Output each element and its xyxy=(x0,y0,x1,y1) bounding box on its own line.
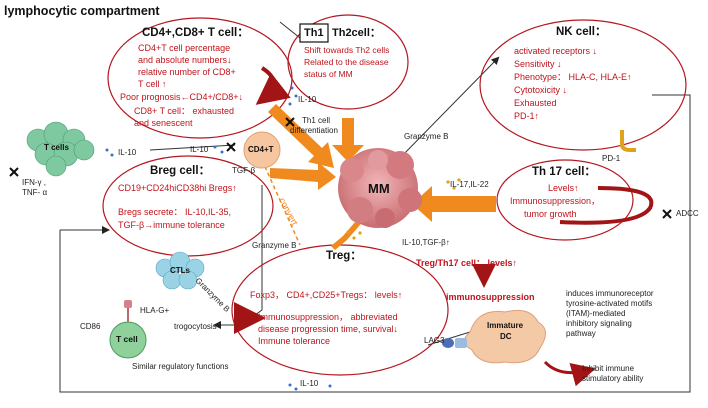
nk-title: NK cell： xyxy=(556,26,607,38)
yellow-dots xyxy=(346,178,461,240)
pd1-label: PD-1 xyxy=(602,154,621,163)
ctls-cluster xyxy=(155,251,205,290)
cd48-line-4: T cell ↑ xyxy=(138,79,167,89)
nk-line-5: Exhausted xyxy=(514,98,557,108)
treg-th17-ratio: Treg/Th17 cell： levels↑ xyxy=(416,258,518,268)
itam-line-2: tyrosine-activated motifs xyxy=(566,299,653,308)
ifn-label-1: IFN-γ , xyxy=(22,178,46,187)
itam-line-5: pathway xyxy=(566,329,596,338)
th2-line-1: Shift towards Th2 cells xyxy=(304,45,390,55)
th17-title: Th 17 cell： xyxy=(532,166,596,178)
cd86-label: CD86 xyxy=(80,322,101,331)
itam-line-4: inhibitory signaling xyxy=(566,319,632,328)
inhibit-line-2: stimulatory ability xyxy=(582,374,644,383)
lag3-receptor xyxy=(442,338,467,348)
th17-line-1: Levels↑ xyxy=(548,183,579,193)
breg-title: Breg cell： xyxy=(150,165,211,177)
il17-22-label: IL-17,IL-22 xyxy=(450,180,489,189)
il10-mid-label: IL-10 xyxy=(190,145,209,154)
treg-title: Treg： xyxy=(326,250,362,262)
nk-ellipse xyxy=(479,19,687,151)
cd4t-label: CD4+T xyxy=(248,145,274,154)
hla-g-label: HLA-G+ xyxy=(140,306,170,315)
pd1-receptor xyxy=(620,130,636,152)
convert-arrow xyxy=(261,159,301,246)
th17-ellipse xyxy=(496,159,634,241)
itam-line-3: (ITAM)-mediated xyxy=(566,309,626,318)
mm-tumor xyxy=(338,148,422,228)
treg-line-4: Immune tolerance xyxy=(258,336,331,346)
cd48-line-5: Poor prognosis←CD4+/CD8+↓ xyxy=(120,92,244,102)
nk-line-4: Cytotoxicity ↓ xyxy=(514,85,568,95)
immature-dc xyxy=(464,309,546,364)
th2-line-3: status of MM xyxy=(304,69,353,79)
il10-top-label: IL-10 xyxy=(298,95,317,104)
il10-tgf-label: IL-10,TGF-β↑ xyxy=(402,238,450,247)
th1-label: Th1 xyxy=(304,27,324,39)
similar-reg-label: Similar regulatory functions xyxy=(132,362,229,371)
th2-label: Th2cell： xyxy=(332,27,381,39)
cd48-line-6: CD8+ T cell： exhausted xyxy=(134,106,234,116)
cd48-line-3: relative number of CD8+ xyxy=(138,67,236,77)
block-marks xyxy=(9,117,672,219)
breg-line-1: CD19+CD24hiCD38hi Bregs↑ xyxy=(118,183,237,193)
treg-line-1: Foxp3， CD4+,CD25+Tregs： levels↑ xyxy=(250,290,403,300)
granzyme-nk-label: Granzyme B xyxy=(404,132,449,141)
th1-th2-ellipse xyxy=(287,14,409,110)
tgf-b-label: TGF-β xyxy=(232,166,256,175)
th1-box xyxy=(299,23,329,43)
treg-line-3: disease progression time, survival↓ xyxy=(258,324,399,334)
th2-line-2: Related to the disease xyxy=(304,57,389,67)
cytokine-dots xyxy=(105,86,332,391)
t-cells-cluster xyxy=(26,121,95,177)
immature-dc-label-1: Immature xyxy=(487,321,524,330)
adcc-label: ADCC xyxy=(676,209,699,218)
hla-g-receptor xyxy=(124,300,132,322)
itam-line-1: induces immunoreceptor xyxy=(566,289,654,298)
treg-th17-effect: immunosuppression xyxy=(446,292,535,302)
cd48-line-7: and senescent xyxy=(134,118,193,128)
inhibit-line-1: Inhibit immune xyxy=(582,364,635,373)
th1-diff-label-2: differentiation xyxy=(290,126,338,135)
breg-line-3: TGF-β→immune tolerance xyxy=(118,220,225,230)
immature-dc-label-2: DC xyxy=(500,332,512,341)
nk-line-6: PD-1↑ xyxy=(514,111,540,121)
th17-line-3: tumor growth xyxy=(524,209,577,219)
cd48-line-1: CD4+T cell percentage xyxy=(138,43,231,53)
nk-line-3: Phenotype： HLA-C, HLA-E↑ xyxy=(514,72,632,82)
ifn-label-2: TNF- α xyxy=(22,188,48,197)
cd4t-cell xyxy=(243,131,281,169)
mm-label: MM xyxy=(368,181,390,196)
lag3-label: LAG3 xyxy=(424,336,445,345)
nk-line-1: activated receptors ↓ xyxy=(514,46,598,56)
t-cell-label: T cell xyxy=(116,334,138,344)
granzyme-treg-label: Granzyme B xyxy=(252,241,297,250)
t-cells-label: T cells xyxy=(44,143,69,152)
compartment-title: lymphocytic compartment xyxy=(4,4,160,18)
treg-line-2: Immunosuppression， abbreviated xyxy=(258,312,398,322)
cd48-title: CD4+,CD8+ T cell： xyxy=(142,27,249,39)
darkred-arrows xyxy=(234,66,654,387)
th1-diff-label-1: Th1 cell xyxy=(302,116,331,125)
ctls-label: CTLs xyxy=(170,266,190,275)
il10-bottom-label: IL-10 xyxy=(300,379,319,388)
th17-line-2: Immunosuppression， xyxy=(510,196,601,206)
breg-line-2: Bregs secrete： IL-10,IL-35, xyxy=(118,207,232,217)
trogocytosis-label: trogocytosis xyxy=(174,322,217,331)
cd48-line-2: and absolute numbers↓ xyxy=(138,55,232,65)
nk-line-2: Sensitivity ↓ xyxy=(514,59,562,69)
il10-left-label: IL-10 xyxy=(118,148,137,157)
